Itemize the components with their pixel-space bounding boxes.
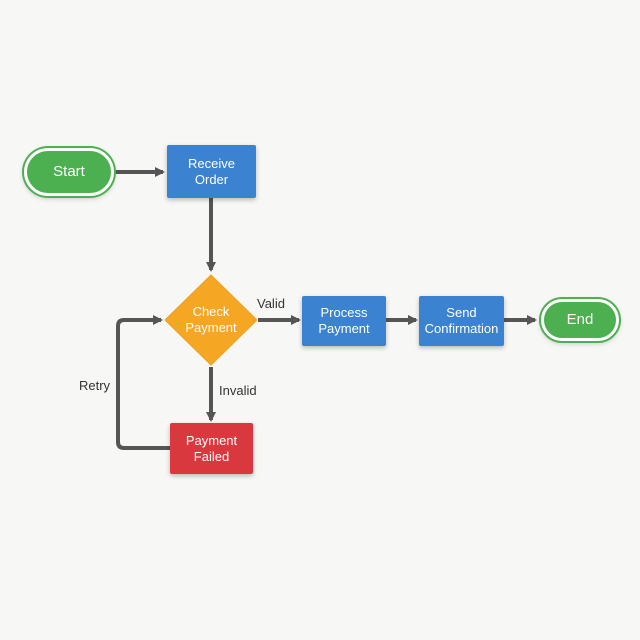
decision-diamond-shape — [164, 274, 258, 366]
valid-edge-label: Valid — [257, 296, 285, 311]
receive-order-node: Receive Order — [167, 145, 256, 198]
start-node: Start — [24, 148, 114, 196]
send-confirmation-label: Send Confirmation — [424, 305, 499, 336]
send-confirmation-node: Send Confirmation — [419, 296, 504, 346]
payment-failed-label: Payment Failed — [185, 432, 238, 464]
start-label: Start — [53, 163, 85, 180]
process-payment-node: Process Payment — [302, 296, 386, 346]
check-payment-label: Check Payment — [185, 304, 237, 335]
receive-order-label: Receive Order — [188, 155, 235, 187]
payment-failed-node: Payment Failed — [170, 423, 253, 474]
process-payment-label: Process Payment — [318, 305, 370, 336]
end-label: End — [566, 311, 594, 328]
check-payment-node: Check Payment — [163, 273, 259, 367]
retry-edge-label: Retry — [79, 378, 111, 393]
invalid-edge-label: Invalid — [219, 383, 257, 398]
arrow-retry-loop — [116, 315, 170, 450]
end-node: End — [541, 299, 619, 341]
